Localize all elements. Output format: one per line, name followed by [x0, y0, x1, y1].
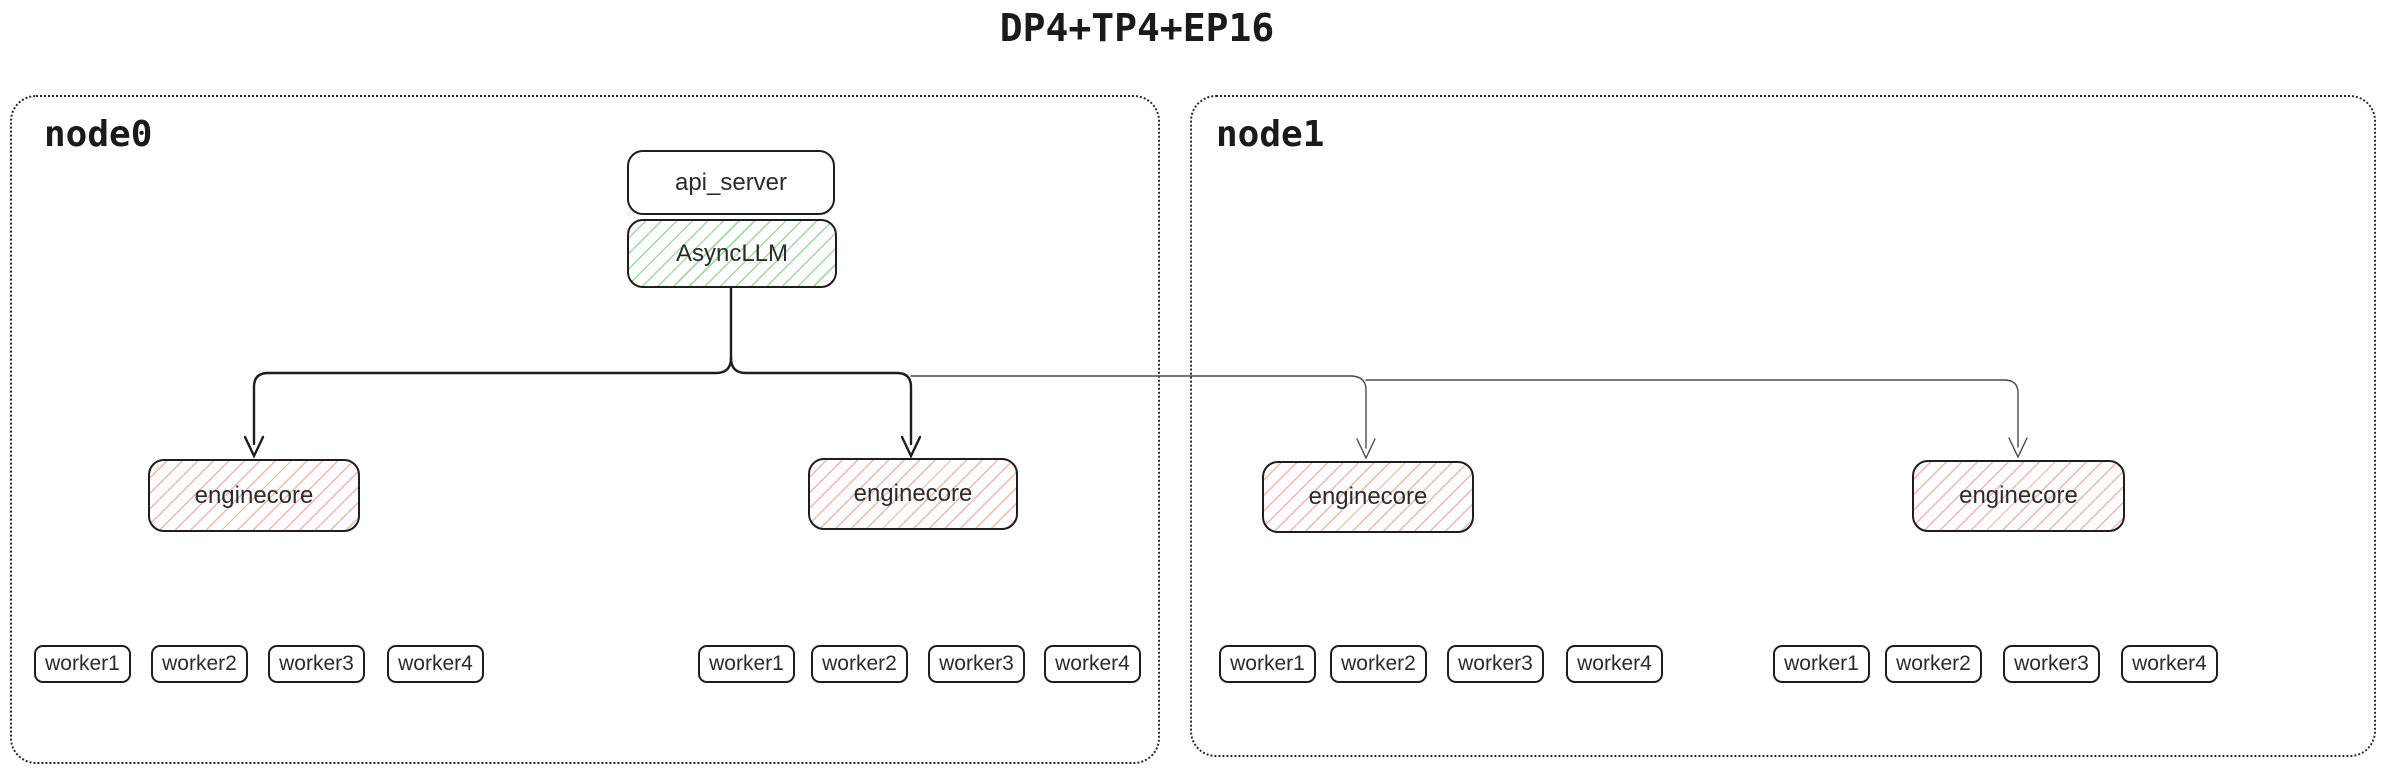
node0-group2-worker1: worker1 — [698, 645, 795, 683]
node1-group1-worker2: worker2 — [1330, 645, 1427, 683]
node0-group2-worker3: worker3 — [928, 645, 1025, 683]
node1-group1-worker1: worker1 — [1219, 645, 1316, 683]
node0-group1-worker2: worker2 — [151, 645, 248, 683]
node0-enginecore-box-2: enginecore — [808, 458, 1018, 530]
node1-enginecore-box-1: enginecore — [1262, 461, 1474, 533]
node1-group1-worker4: worker4 — [1566, 645, 1663, 683]
node1-group2-worker2: worker2 — [1885, 645, 1982, 683]
node1-group1-worker3: worker3 — [1447, 645, 1544, 683]
node1-enginecore-box-2: enginecore — [1912, 460, 2125, 532]
node1-label: node1 — [1216, 114, 1325, 155]
node0-group2-worker2: worker2 — [811, 645, 908, 683]
node0-group1-worker4: worker4 — [387, 645, 484, 683]
node1-group2-worker3: worker3 — [2003, 645, 2100, 683]
node0-group2-worker4: worker4 — [1044, 645, 1141, 683]
node0-group1-worker1: worker1 — [34, 645, 131, 683]
node0-group1-worker3: worker3 — [268, 645, 365, 683]
node0-label: node0 — [44, 114, 153, 155]
asyncllm-box: AsyncLLM — [627, 219, 837, 288]
node0-enginecore-box-1: enginecore — [148, 459, 360, 532]
node1-group2-worker4: worker4 — [2121, 645, 2218, 683]
node1-group2-worker1: worker1 — [1773, 645, 1870, 683]
diagram-title: DP4+TP4+EP16 — [999, 6, 1275, 50]
api-server-box: api_server — [627, 150, 835, 215]
